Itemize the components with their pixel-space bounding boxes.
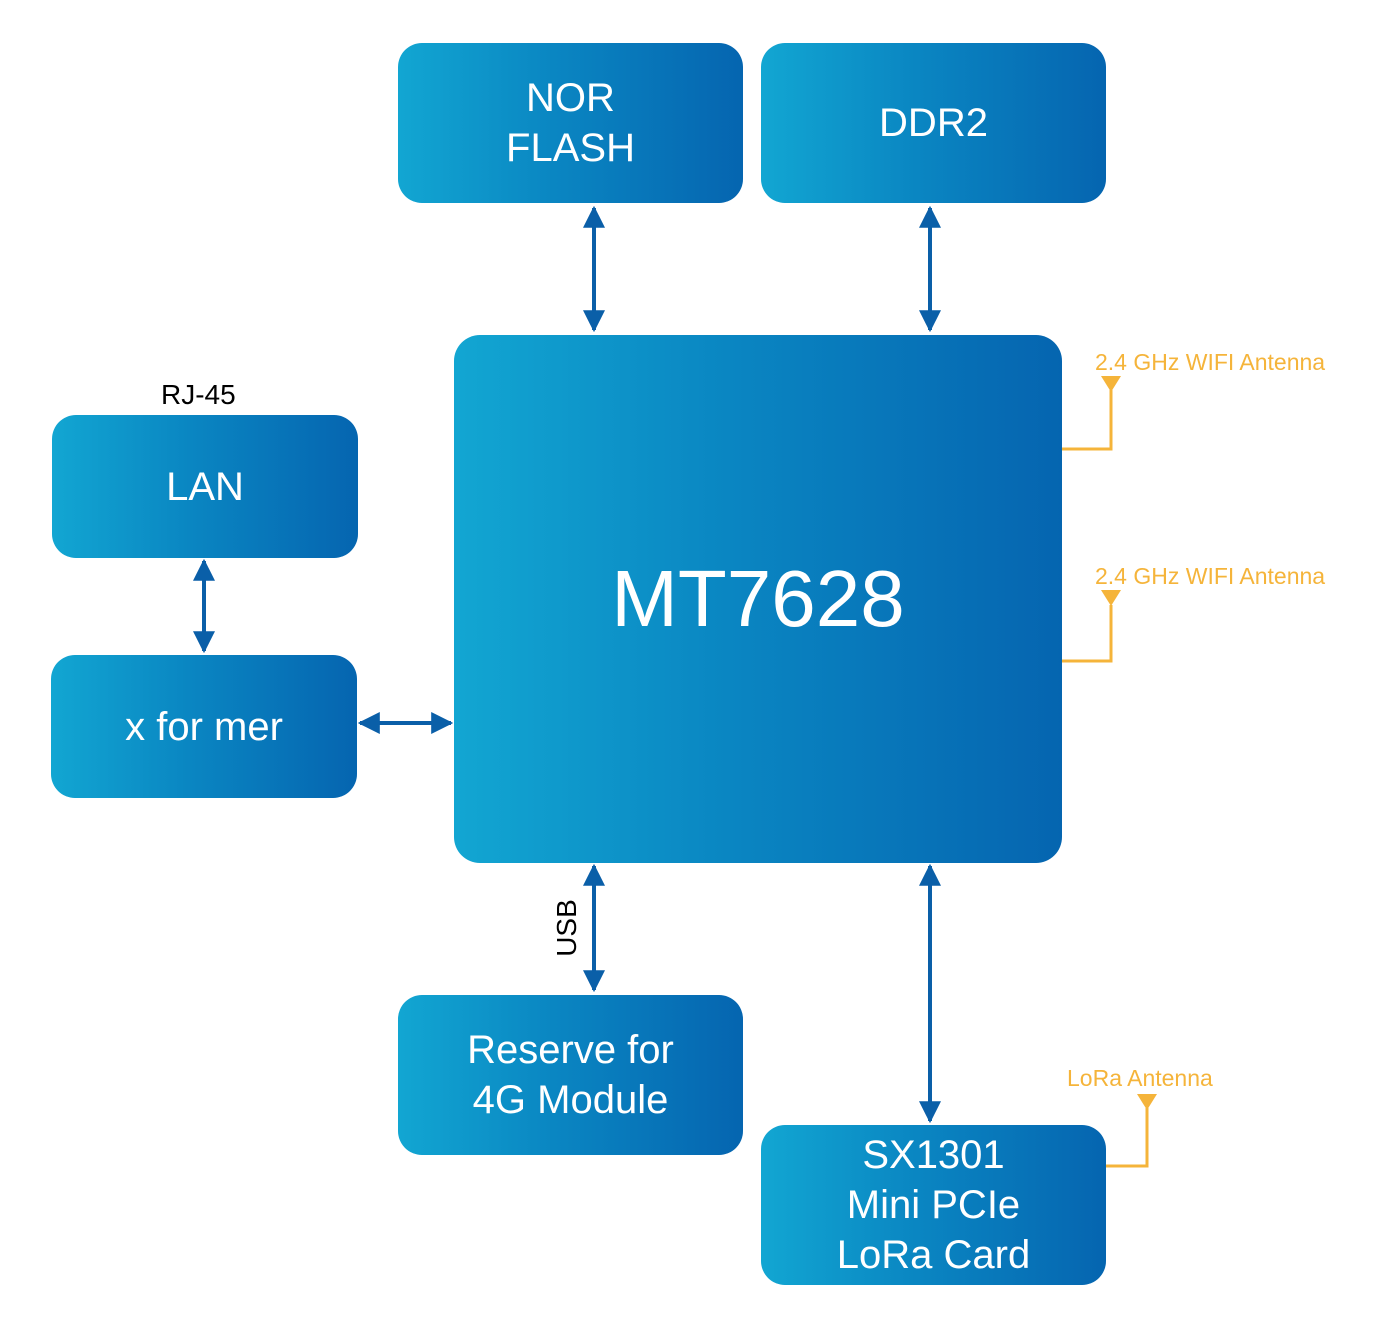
wifi-antenna-2-icon — [1062, 590, 1121, 663]
lan-block: LAN — [52, 415, 358, 558]
lora-card-block: SX1301 Mini PCIe LoRa Card — [761, 1125, 1106, 1285]
lora-card-line-3: LoRa Card — [836, 1233, 1031, 1277]
nor-flash-block: NOR FLASH — [398, 43, 743, 203]
lora-card-line-2: Mini PCIe — [846, 1183, 1021, 1227]
mt7628-block: MT7628 — [454, 335, 1062, 863]
ddr2-label: DDR2 — [879, 101, 988, 145]
nor-flash-line-2: FLASH — [506, 126, 635, 170]
usb-label: USB — [550, 899, 582, 957]
reserve-4g-line-2: 4G Module — [472, 1078, 669, 1122]
wifi-antenna-1-icon — [1062, 376, 1121, 451]
nor-flash-line-1: NOR — [526, 76, 615, 120]
lora-antenna-icon — [1106, 1094, 1157, 1168]
lora-antenna-label: LoRa Antenna — [1067, 1065, 1213, 1091]
mt7628-label: MT7628 — [611, 554, 905, 643]
ddr2-block: DDR2 — [761, 43, 1106, 203]
wifi-antenna-1-label: 2.4 GHz WIFI Antenna — [1095, 349, 1326, 375]
wifi-antenna-2-label: 2.4 GHz WIFI Antenna — [1095, 563, 1326, 589]
reserve-4g-block: Reserve for 4G Module — [398, 995, 743, 1155]
reserve-4g-line-1: Reserve for — [467, 1028, 674, 1072]
lora-card-line-1: SX1301 — [862, 1133, 1005, 1177]
transformer-label: x for mer — [125, 704, 283, 749]
lan-label: LAN — [166, 464, 244, 509]
transformer-block: x for mer — [51, 655, 357, 798]
rj45-label: RJ-45 — [161, 379, 236, 410]
